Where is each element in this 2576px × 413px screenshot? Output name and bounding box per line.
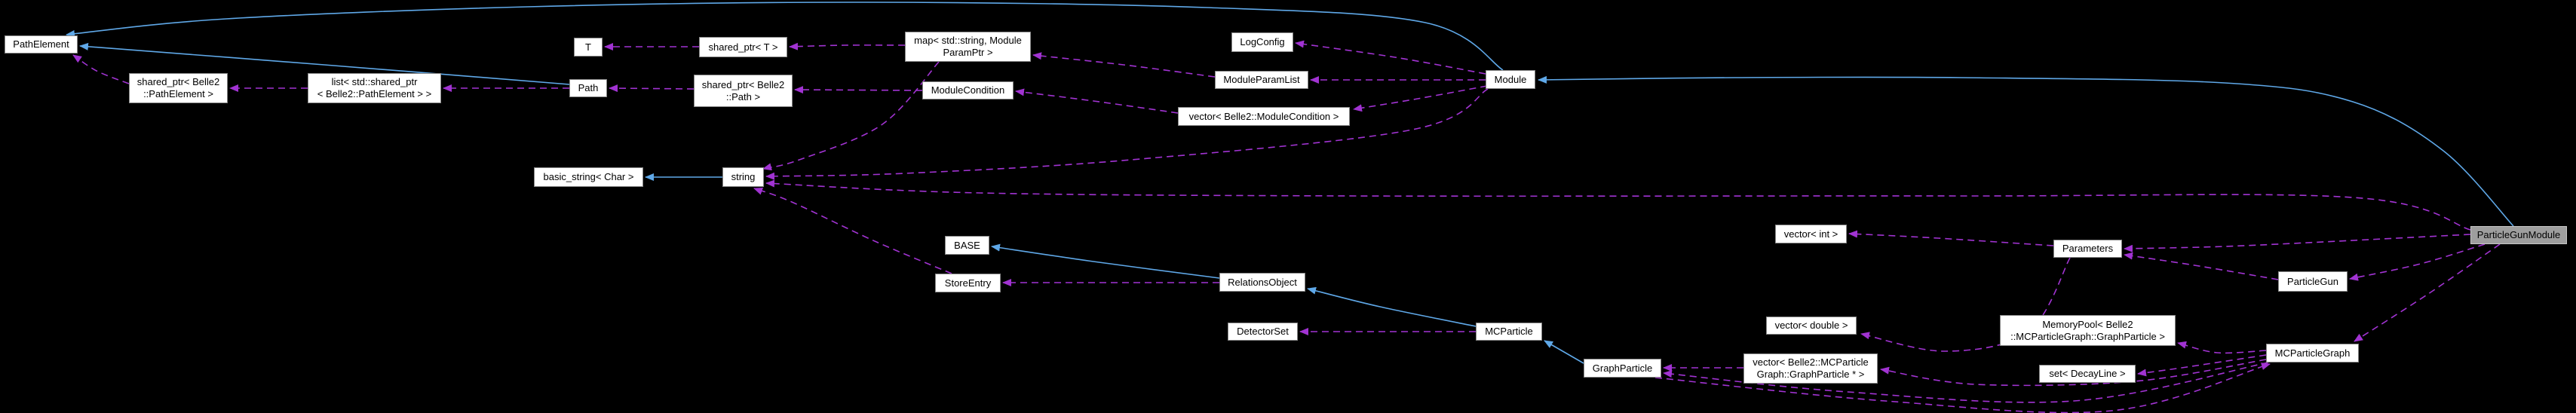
- edge-use-module-to-log_config: [1295, 40, 1486, 75]
- node-module_condition[interactable]: ModuleCondition: [922, 81, 1014, 99]
- node-base[interactable]: BASE: [945, 236, 989, 255]
- node-list_sp_pathelement[interactable]: list< std::shared_ptr < Belle2::PathElem…: [308, 73, 441, 103]
- edge-inherit-mc_particle-to-relations_object: [1307, 286, 1477, 327]
- edge-use-map_param-to-sp_t: [789, 42, 906, 50]
- edge-use-sp_pathelement-to-path_element: [72, 54, 130, 84]
- edge-use-particle_gun_module-to-particle_gun: [2349, 243, 2486, 281]
- node-path[interactable]: Path: [569, 79, 607, 97]
- node-module_param_list[interactable]: ModuleParamList: [1215, 71, 1308, 89]
- edge-use-vector_module_condition-to-module_condition: [1015, 88, 1179, 114]
- edge-use-mc_particle_graph-to-set_decay_line: [2137, 354, 2267, 377]
- node-memory_pool[interactable]: MemoryPool< Belle2 ::MCParticleGraph::Gr…: [2000, 315, 2176, 346]
- node-vector_module_condition[interactable]: vector< Belle2::ModuleCondition >: [1178, 107, 1350, 126]
- node-sp_pathelement[interactable]: shared_ptr< Belle2 ::PathElement >: [129, 73, 228, 103]
- node-particle_gun[interactable]: ParticleGun: [2278, 271, 2348, 292]
- edge-use-module-to-vector_module_condition: [1353, 85, 1488, 112]
- node-t[interactable]: T: [574, 38, 603, 57]
- edge-use-parameters-to-vector_int: [1848, 230, 2054, 246]
- edge-use-mc_particle_graph-to-vector_graph_particle_ptr: [1880, 359, 2267, 387]
- node-particle_gun_module[interactable]: ParticleGunModule: [2470, 226, 2567, 244]
- edge-inherit-particle_gun_module-to-module: [1538, 75, 2514, 227]
- node-mc_particle_graph[interactable]: MCParticleGraph: [2266, 344, 2359, 363]
- edge-use-graph_particle-to-mc_particle_graph: [1654, 363, 2271, 413]
- node-store_entry[interactable]: StoreEntry: [935, 274, 1001, 292]
- edge-inherit-path-to-path_element: [79, 42, 570, 85]
- node-parameters[interactable]: Parameters: [2053, 240, 2122, 258]
- node-vector_graph_particle_ptr[interactable]: vector< Belle2::MCParticle Graph::GraphP…: [1743, 353, 1878, 384]
- edge-use-sp_path-to-path: [609, 84, 695, 93]
- node-set_decay_line[interactable]: set< DecayLine >: [2039, 365, 2136, 383]
- node-string[interactable]: string: [722, 167, 764, 187]
- edge-use-map_param-to-string: [762, 61, 940, 171]
- edge-inherit-graph_particle-to-mc_particle: [1544, 340, 1584, 364]
- edge-use-mc_particle_graph-to-memory_pool: [2177, 341, 2267, 354]
- edge-use-parameters-to-vector_double: [1860, 257, 2071, 352]
- node-relations_object[interactable]: RelationsObject: [1219, 273, 1305, 292]
- edge-use-store_entry-to-string: [753, 188, 952, 274]
- node-vector_int[interactable]: vector< int >: [1775, 225, 1847, 243]
- node-sp_path[interactable]: shared_ptr< Belle2 ::Path >: [694, 75, 793, 107]
- node-path_element[interactable]: PathElement: [5, 35, 78, 54]
- node-vector_double[interactable]: vector< double >: [1766, 317, 1857, 335]
- node-graph_particle[interactable]: GraphParticle: [1584, 359, 1661, 378]
- edge-inherit-module-to-path_element: [66, 2, 1504, 71]
- node-log_config[interactable]: LogConfig: [1231, 32, 1293, 52]
- node-mc_particle[interactable]: MCParticle: [1476, 323, 1542, 341]
- node-module[interactable]: Module: [1486, 70, 1535, 89]
- node-basic_string[interactable]: basic_string< Char >: [534, 167, 643, 187]
- edge-use-module-to-string: [765, 88, 1489, 180]
- edge-use-particle_gun_module-to-mc_particle_graph: [2354, 243, 2501, 342]
- node-sp_t[interactable]: shared_ptr< T >: [699, 37, 787, 57]
- edge-use-particle_gun_module-to-parameters: [2124, 234, 2471, 252]
- edge-inherit-relations_object-to-base: [991, 243, 1220, 279]
- node-map_param[interactable]: map< std::string, Module ParamPtr >: [905, 32, 1031, 62]
- node-detector_set[interactable]: DetectorSet: [1228, 323, 1298, 341]
- edge-use-particle_gun_module-to-string: [765, 179, 2471, 231]
- edge-use-particle_gun-to-parameters: [2124, 252, 2279, 280]
- edge-use-module_param_list-to-map_param: [1032, 52, 1216, 78]
